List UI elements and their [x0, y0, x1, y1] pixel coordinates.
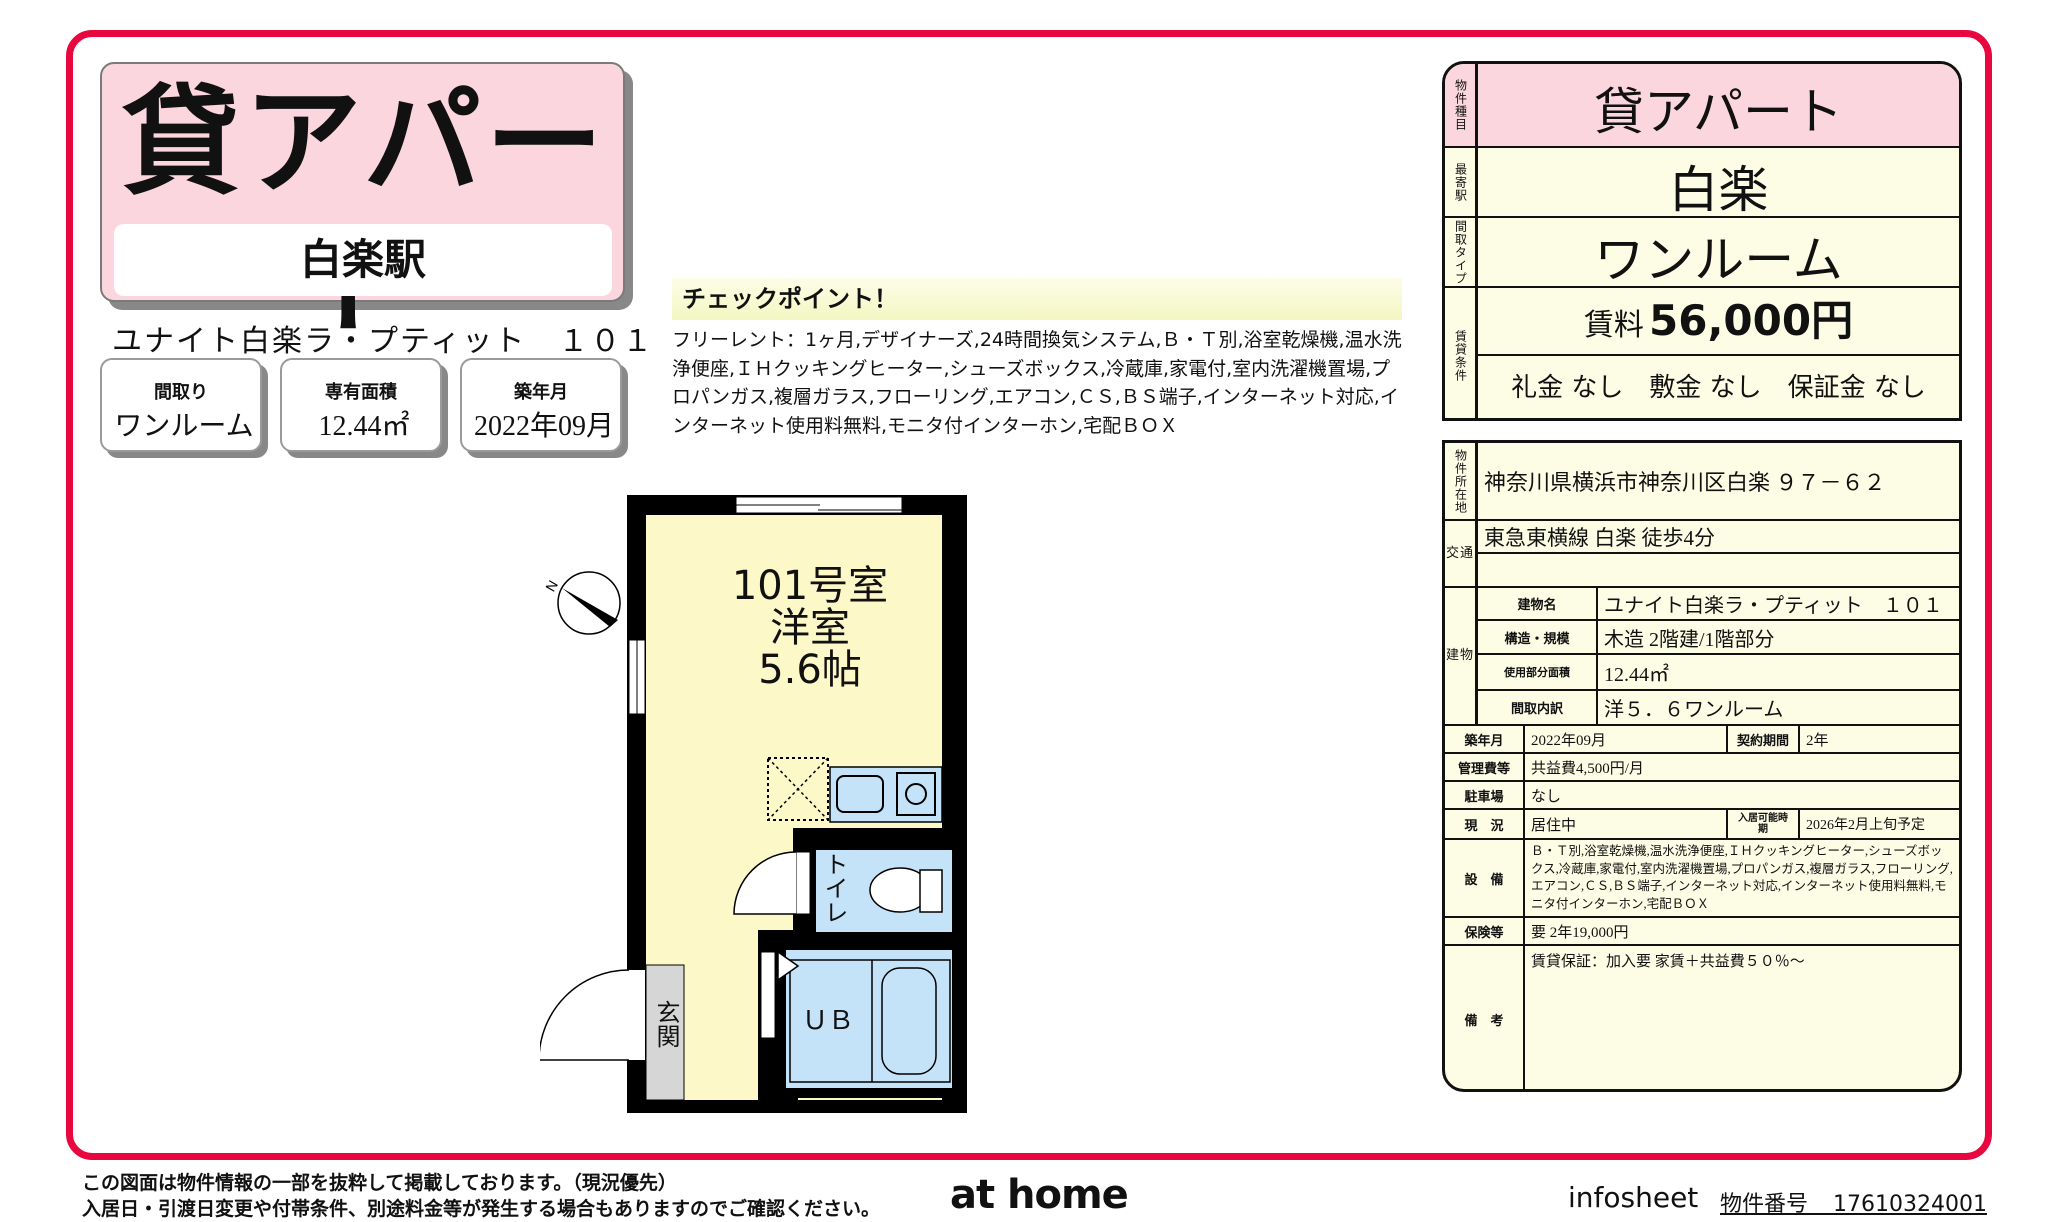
room-number: 101号室	[731, 563, 889, 609]
info-box-layout: 間取り ワンルーム	[100, 358, 262, 452]
bath-label: ＵＢ	[802, 1006, 855, 1036]
summary-type-value: 貸アパート	[1594, 83, 1843, 141]
row-label: 物件所在地	[1445, 443, 1478, 519]
info-box-built: 築年月 2022年09月	[460, 358, 622, 452]
info-value: ワンルーム	[114, 411, 254, 442]
bldg-name-value: ユナイト白楽ラ・プティット １０１	[1598, 588, 1959, 621]
info-label: 築年月	[514, 382, 568, 403]
summary-row-terms: 賃貸条件 賃料 56,000円 礼金 なし 敷金 なし 保証金 なし	[1445, 288, 1959, 418]
summary-panel: 物件種目 貸アパート 最寄駅 白楽 間取タイプ ワンルーム 賃貸条件 賃料 56…	[1442, 61, 1962, 421]
remarks-label: 備 考	[1445, 946, 1525, 1089]
usage-area-value: 12.44㎡	[1598, 655, 1959, 691]
layout-detail-label: 間取内訳	[1478, 691, 1598, 724]
info-label: 専有面積	[325, 382, 397, 403]
property-number: 物件番号 17610324001	[1720, 1186, 1987, 1218]
info-value: 12.44㎡	[318, 411, 410, 442]
row-parking: 駐車場 なし	[1445, 782, 1959, 810]
property-number-label: 物件番号	[1720, 1192, 1809, 1217]
checkpoint-title: チェックポイント！	[672, 278, 1402, 320]
status-value: 居住中	[1525, 810, 1728, 838]
checkpoint-body: フリーレント：1ヶ月,デザイナーズ,24時間換気システム,Ｂ・Ｔ別,浴室乾燥機,…	[672, 329, 1402, 437]
floor-plan: N 101号室 洋室 5.6帖 トイレ ＵＢ 玄関	[538, 490, 980, 1120]
summary-row-station: 最寄駅 白楽	[1445, 148, 1959, 219]
equipment-label: 設 備	[1445, 840, 1525, 916]
property-number-value: 17610324001	[1833, 1192, 1987, 1217]
room-label: 101号室 洋室 5.6帖	[700, 565, 920, 691]
row-remarks: 備 考 賃貸保証：加入要 家賃＋共益費５０％～	[1445, 946, 1959, 1089]
row-label: 物件種目	[1445, 64, 1478, 146]
room-type: 洋室	[770, 605, 850, 651]
row-location: 物件所在地 神奈川県横浜市神奈川区白楽 ９７－６２	[1445, 443, 1959, 521]
row-label: 最寄駅	[1445, 148, 1478, 216]
structure-label: 構造・規模	[1478, 621, 1598, 655]
location-value: 神奈川県横浜市神奈川区白楽 ９７－６２	[1484, 470, 1886, 495]
property-type-title: 貸アパート	[121, 73, 608, 351]
row-management: 管理費等 共益費4,500円/月	[1445, 754, 1959, 782]
info-value: 2022年09月	[473, 411, 614, 442]
transport-line-2	[1478, 554, 1959, 586]
summary-layout-value: ワンルーム	[1594, 231, 1843, 289]
row-label: 賃貸条件	[1445, 288, 1478, 418]
contract-value: 2年	[1806, 732, 1829, 749]
status-label: 現 況	[1445, 810, 1525, 838]
room-size: 5.6帖	[758, 647, 862, 693]
row-insurance: 保険等 要 2年19,000円	[1445, 918, 1959, 946]
movein-value: 2026年2月上旬予定	[1806, 818, 1925, 833]
station-box: 白楽駅	[114, 224, 612, 296]
layout-detail-value: 洋５．６ワンルーム	[1604, 699, 1784, 721]
parking-value: なし	[1531, 788, 1562, 805]
entrance-label: 玄関	[652, 1000, 680, 1048]
transport-line-1: 東急東横線 白楽 徒歩4分	[1478, 521, 1959, 554]
outer-frame	[66, 30, 1992, 1160]
row-label: 建物	[1445, 588, 1478, 724]
toilet-label: トイレ	[820, 852, 848, 924]
row-built: 築年月 2022年09月 契約期間 2年	[1445, 726, 1959, 754]
insurance-label: 保険等	[1445, 918, 1525, 944]
building-label: 建物	[1445, 648, 1474, 663]
rent-amount: 56,000円	[1649, 296, 1854, 345]
mgmt-value: 共益費4,500円/月	[1531, 760, 1644, 777]
summary-station-value: 白楽	[1668, 161, 1769, 219]
built-label: 築年月	[1445, 726, 1525, 752]
parking-label: 駐車場	[1445, 782, 1525, 808]
insurance-value: 要 2年19,000円	[1531, 924, 1629, 941]
footer-disclaimer: この図面は物件情報の一部を抜粋して掲載しております。（現況優先） 入居日・引渡日…	[82, 1170, 880, 1222]
structure-value: 木造 2階建/1階部分	[1598, 621, 1959, 655]
rent-cell: 賃料 56,000円	[1478, 288, 1959, 356]
info-box-area: 専有面積 12.44㎡	[280, 358, 442, 452]
details-panel: 物件所在地 神奈川県横浜市神奈川区白楽 ９７－６２ 交通 東急東横線 白楽 徒歩…	[1442, 440, 1962, 1092]
transport-label: 交通	[1445, 545, 1474, 561]
usage-area-label: 使用部分面積	[1478, 655, 1598, 691]
summary-row-layout: 間取タイプ ワンルーム	[1445, 218, 1959, 289]
athome-logo: at home	[950, 1172, 1129, 1218]
remarks-value: 賃貸保証：加入要 家賃＋共益費５０％～	[1531, 954, 1805, 970]
row-building: 建物 建物名 ユナイト白楽ラ・プティット １０１ 構造・規模 木造 2階建/1階…	[1445, 588, 1959, 726]
row-transport: 交通 東急東横線 白楽 徒歩4分	[1445, 521, 1959, 588]
rent-prefix: 賃料	[1583, 308, 1644, 343]
bldg-name-label: 建物名	[1478, 588, 1598, 621]
svg-text:N: N	[542, 577, 561, 594]
contract-label: 契約期間	[1728, 726, 1800, 752]
building-name: ユナイト白楽ラ・プティット １０１	[112, 324, 655, 359]
built-value: 2022年09月	[1525, 726, 1728, 752]
mgmt-label: 管理費等	[1445, 754, 1525, 780]
summary-row-type: 物件種目 貸アパート	[1445, 64, 1959, 148]
equipment-value: Ｂ・Ｔ別,浴室乾燥機,温水洗浄便座,ＩＨクッキングヒーター,シューズボックス,冷…	[1531, 844, 1953, 911]
row-label: 交通	[1445, 521, 1478, 586]
disclaimer-line-2: 入居日・引渡日変更や付帯条件、別途料金等が発生する場合もありますのでご確認くださ…	[82, 1198, 881, 1220]
deposit-conditions: 礼金 なし 敷金 なし 保証金 なし	[1511, 373, 1926, 403]
row-status: 現 況 居住中 入居可能時期 2026年2月上旬予定	[1445, 810, 1959, 840]
row-equipment: 設 備 Ｂ・Ｔ別,浴室乾燥機,温水洗浄便座,ＩＨクッキングヒーター,シューズボッ…	[1445, 840, 1959, 918]
infosheet-label: infosheet	[1568, 1181, 1699, 1214]
row-label: 間取タイプ	[1445, 218, 1478, 286]
disclaimer-line-1: この図面は物件情報の一部を抜粋して掲載しております。（現況優先）	[82, 1172, 677, 1194]
movein-label: 入居可能時期	[1728, 810, 1800, 838]
info-label: 間取り	[154, 382, 208, 403]
title-card: 貸アパート 白楽駅	[100, 62, 625, 351]
